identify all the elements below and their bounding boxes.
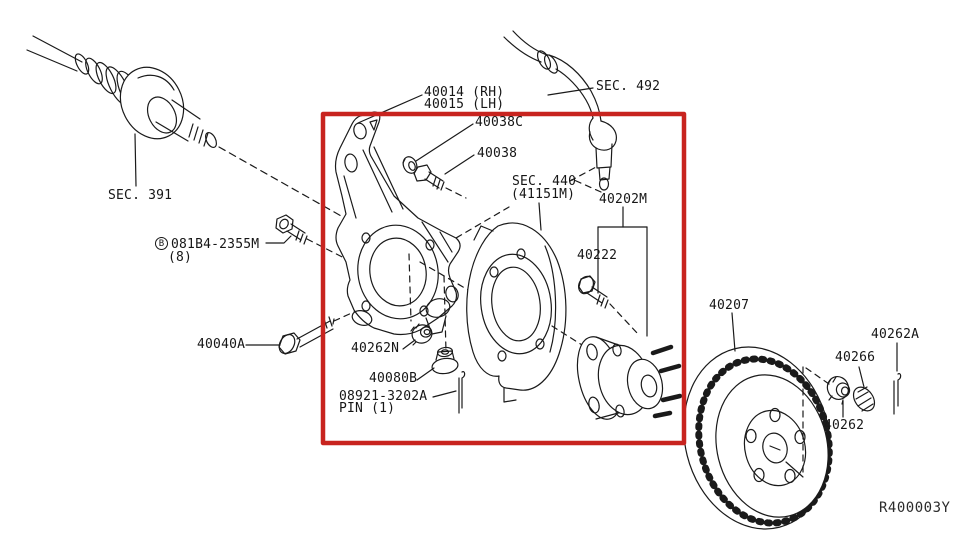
tie-rod-end-drawing — [455, 30, 617, 239]
bolt-40038-drawing — [413, 164, 445, 191]
leader-40038 — [444, 154, 475, 175]
label-40015-lh: 40015 (LH) — [424, 97, 505, 112]
leader-40038c — [415, 123, 474, 162]
label-40262n: 40262N — [351, 341, 400, 356]
label-40207: 40207 — [709, 298, 750, 313]
cotter-pin-40262a-drawing — [893, 342, 902, 415]
label-40202m: 40202M — [599, 192, 648, 207]
label-08921-3202a: 08921-3202A — [339, 389, 428, 404]
label-40038: 40038 — [477, 146, 518, 161]
highlight-box — [320, 111, 687, 446]
nut-40262n-drawing — [402, 323, 433, 350]
cv-axle-drawing — [26, 35, 218, 187]
bolt-081b4-drawing — [265, 214, 308, 245]
axle-nut-40262-drawing — [826, 376, 851, 418]
axis-dashed-mid — [408, 253, 471, 353]
bolt-40222-drawing — [578, 275, 639, 335]
label-081b4-qty: (8) — [168, 250, 193, 265]
axle-cap-40266-drawing — [852, 366, 876, 412]
label-40038c: 40038C — [475, 115, 524, 130]
brake-rotor-drawing — [683, 312, 833, 530]
label-081b4-2355m: 081B4-2355M — [171, 237, 260, 252]
label-pin-qty: PIN (1) — [339, 401, 396, 416]
label-40014-rh: 40014 (RH) — [424, 85, 505, 100]
hub-bearing-drawing — [576, 206, 683, 420]
cotter-pin-08921-drawing — [432, 371, 466, 414]
label-41151m: (41151M) — [511, 187, 576, 202]
label-40040a: 40040A — [197, 337, 246, 352]
label-sec-391: SEC. 391 — [108, 188, 173, 203]
label-40266: 40266 — [835, 350, 876, 365]
label-sec-492: SEC. 492 — [596, 79, 661, 94]
circled-b-badge: B — [155, 237, 168, 250]
steering-knuckle-drawing — [334, 94, 461, 336]
label-sec-440: SEC. 440 — [512, 174, 577, 189]
label-40262: 40262 — [824, 418, 865, 433]
washer-40038c-drawing — [402, 156, 418, 175]
splash-shield-drawing — [466, 202, 567, 403]
diagram-ref-code: R400003Y — [879, 500, 951, 516]
nut-40080b-drawing — [416, 346, 459, 381]
label-40080b: 40080B — [369, 371, 418, 386]
assembly-axis-dashed — [218, 146, 367, 231]
label-40262a: 40262A — [871, 327, 920, 342]
label-40222: 40222 — [577, 248, 618, 263]
